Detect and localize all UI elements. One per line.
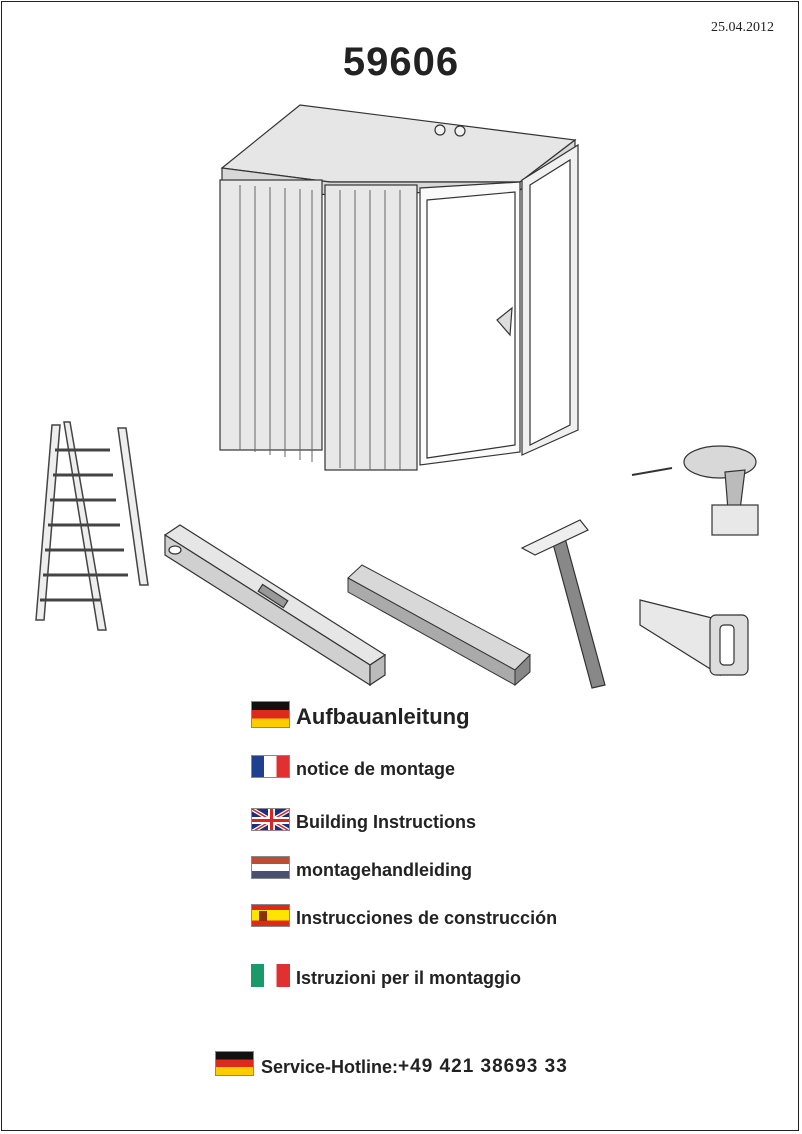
es-flag-icon: [251, 904, 290, 927]
language-label: Instrucciones de construcción: [296, 908, 558, 928]
saw-illustration: [639, 599, 749, 677]
language-row-it: Istruzioni per il montaggio: [251, 964, 521, 987]
language-row-es: Instrucciones de construcción: [251, 904, 557, 927]
illustration: [35, 104, 759, 689]
language-row-de: Aufbauanleitung: [251, 701, 470, 728]
language-row-nl: montagehandleiding: [251, 856, 472, 879]
language-label: Istruzioni per il montaggio: [296, 968, 521, 988]
service-hotline: Service-Hotline:+49 421 38693 33: [215, 1051, 568, 1076]
language-row-fr: notice de montage: [251, 755, 455, 778]
model-number: 59606: [342, 40, 460, 84]
ladder-illustration: [35, 421, 149, 631]
drill-illustration: [631, 445, 759, 536]
nl-flag-icon: [251, 856, 290, 879]
folding-rule-illustration: [347, 564, 531, 687]
hotline-number: +49 421 38693 33: [398, 1056, 568, 1077]
fr-flag-icon: [251, 755, 290, 778]
spirit-level-illustration: [163, 524, 387, 687]
document-date: 25.04.2012: [711, 20, 774, 35]
language-label: Aufbauanleitung: [296, 704, 470, 729]
de-flag-icon: [215, 1051, 254, 1076]
hammer-illustration: [520, 519, 606, 689]
de-flag-icon: [251, 701, 290, 728]
language-label: Building Instructions: [296, 812, 476, 832]
language-label: notice de montage: [296, 759, 456, 779]
language-row-uk: Building Instructions: [251, 808, 476, 831]
it-flag-icon: [251, 964, 290, 987]
language-label: montagehandleiding: [296, 860, 473, 880]
uk-flag-icon: [251, 808, 290, 831]
shed-illustration: [219, 104, 579, 471]
hotline-label: Service-Hotline:: [261, 1057, 399, 1077]
